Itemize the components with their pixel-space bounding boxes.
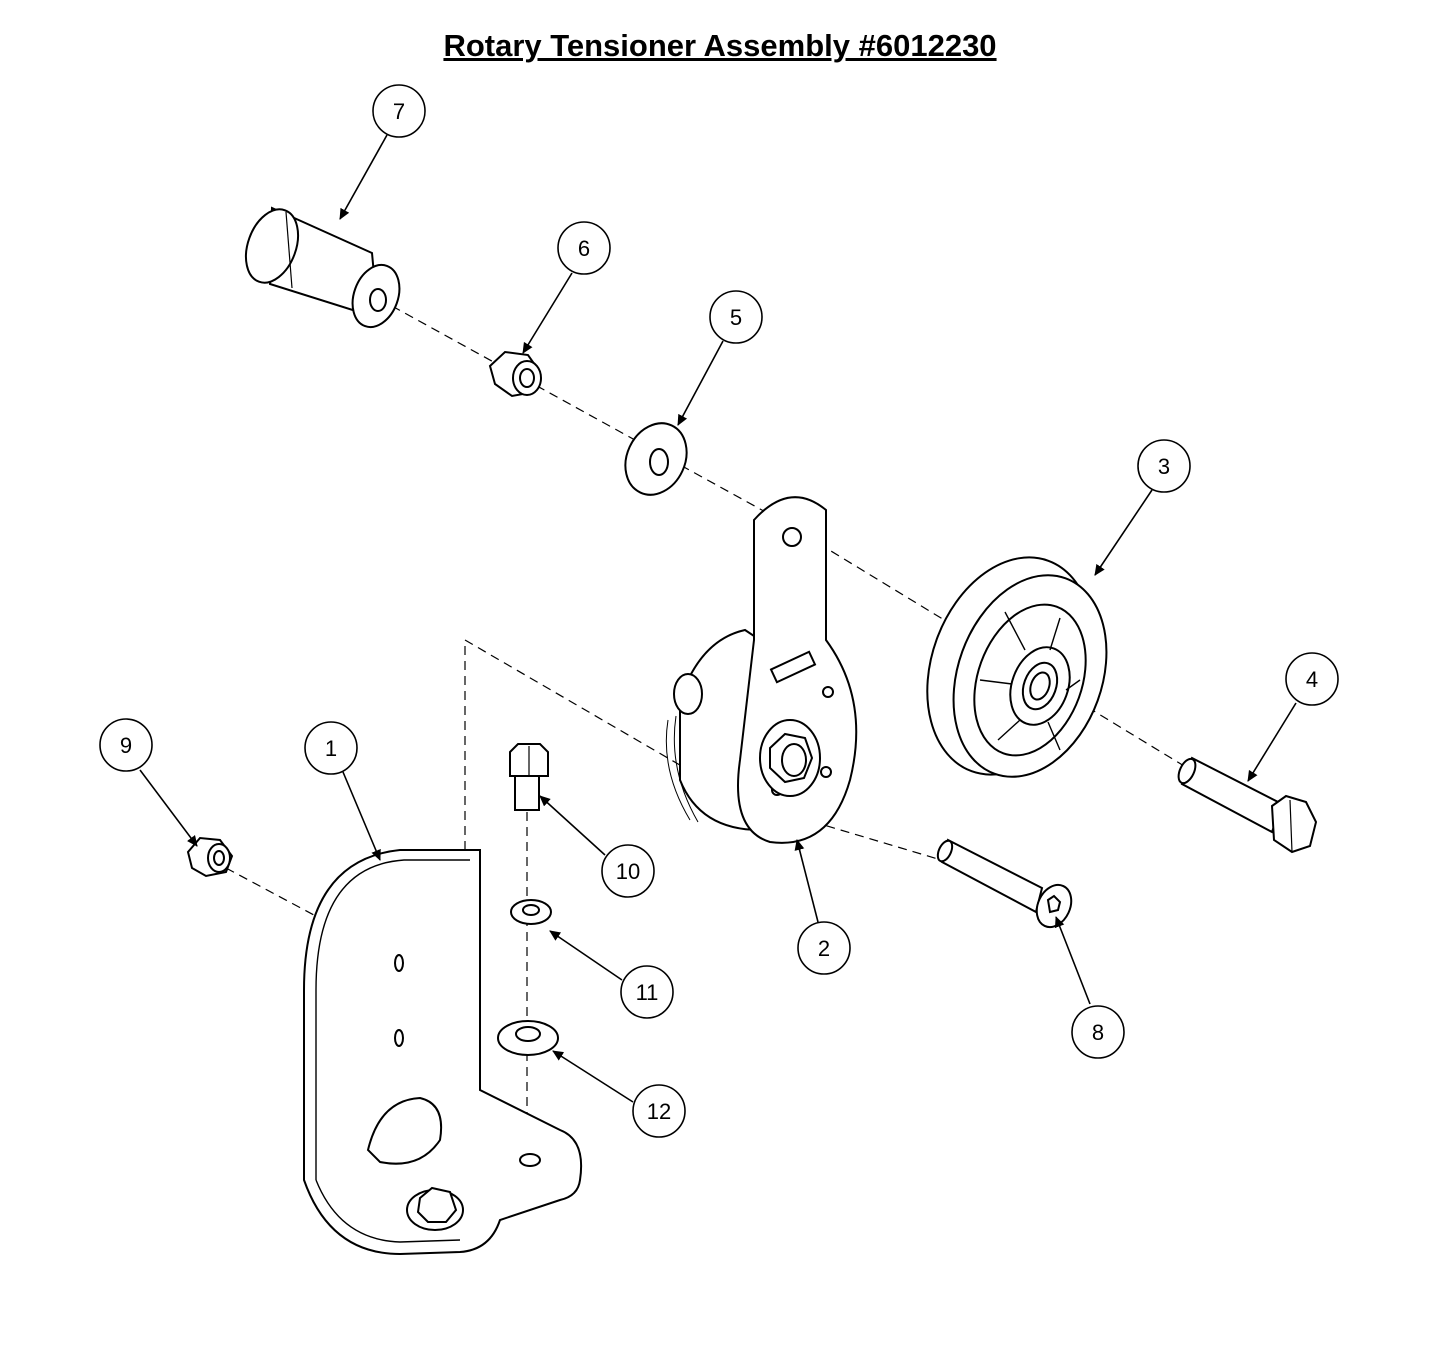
leader-7: [339, 134, 388, 220]
svg-text:3: 3: [1158, 454, 1170, 479]
part-2-tensioner-arm: [665, 496, 858, 844]
callout-7: 7: [372, 84, 426, 138]
part-5-washer: [624, 422, 688, 496]
leader-10: [539, 795, 606, 856]
part-11-lock-washer: [510, 899, 552, 925]
svg-text:12: 12: [647, 1099, 671, 1124]
part-9-hex-nut: [186, 836, 234, 878]
callout-4: 4: [1285, 652, 1339, 706]
diagram-title: Rotary Tensioner Assembly #6012230: [443, 28, 997, 63]
part-1-bracket: [303, 849, 582, 1256]
part-4-hex-bolt: [1177, 756, 1318, 854]
leader-8: [1054, 916, 1091, 1005]
leader-1: [342, 771, 381, 861]
leader-5: [677, 340, 724, 426]
leader-11: [549, 930, 623, 981]
svg-text:4: 4: [1306, 667, 1318, 692]
leader-9: [139, 769, 198, 847]
callouts: 7 6 5 3 4 9 1 10: [99, 84, 1339, 1138]
leader-6: [522, 272, 573, 354]
part-12-flat-washer: [497, 1020, 559, 1056]
leader-lines: [139, 134, 1297, 1103]
part-8-flat-head-screw: [936, 838, 1073, 929]
callout-12: 12: [632, 1084, 686, 1138]
callout-11: 11: [620, 965, 674, 1019]
callout-5: 5: [709, 290, 763, 344]
callout-9: 9: [99, 718, 153, 772]
svg-text:5: 5: [730, 305, 742, 330]
part-3-pulley: [926, 556, 1108, 778]
part-6-hex-nut: [488, 350, 542, 398]
svg-text:9: 9: [120, 733, 132, 758]
part-10-hex-bolt: [509, 743, 549, 811]
leader-4: [1247, 702, 1297, 782]
callout-8: 8: [1071, 1005, 1125, 1059]
leader-2: [794, 839, 819, 923]
leader-3: [1094, 489, 1153, 576]
svg-text:6: 6: [578, 236, 590, 261]
svg-text:2: 2: [818, 936, 830, 961]
svg-text:7: 7: [393, 99, 405, 124]
leader-12: [552, 1050, 634, 1103]
callout-2: 2: [797, 921, 851, 975]
callout-6: 6: [557, 221, 611, 275]
svg-text:1: 1: [325, 736, 337, 761]
part-7-bumper: [244, 206, 401, 328]
callout-3: 3: [1137, 439, 1191, 493]
svg-text:10: 10: [616, 859, 640, 884]
callout-10: 10: [601, 844, 655, 898]
callout-1: 1: [304, 721, 358, 775]
svg-text:8: 8: [1092, 1020, 1104, 1045]
svg-text:11: 11: [636, 980, 659, 1005]
